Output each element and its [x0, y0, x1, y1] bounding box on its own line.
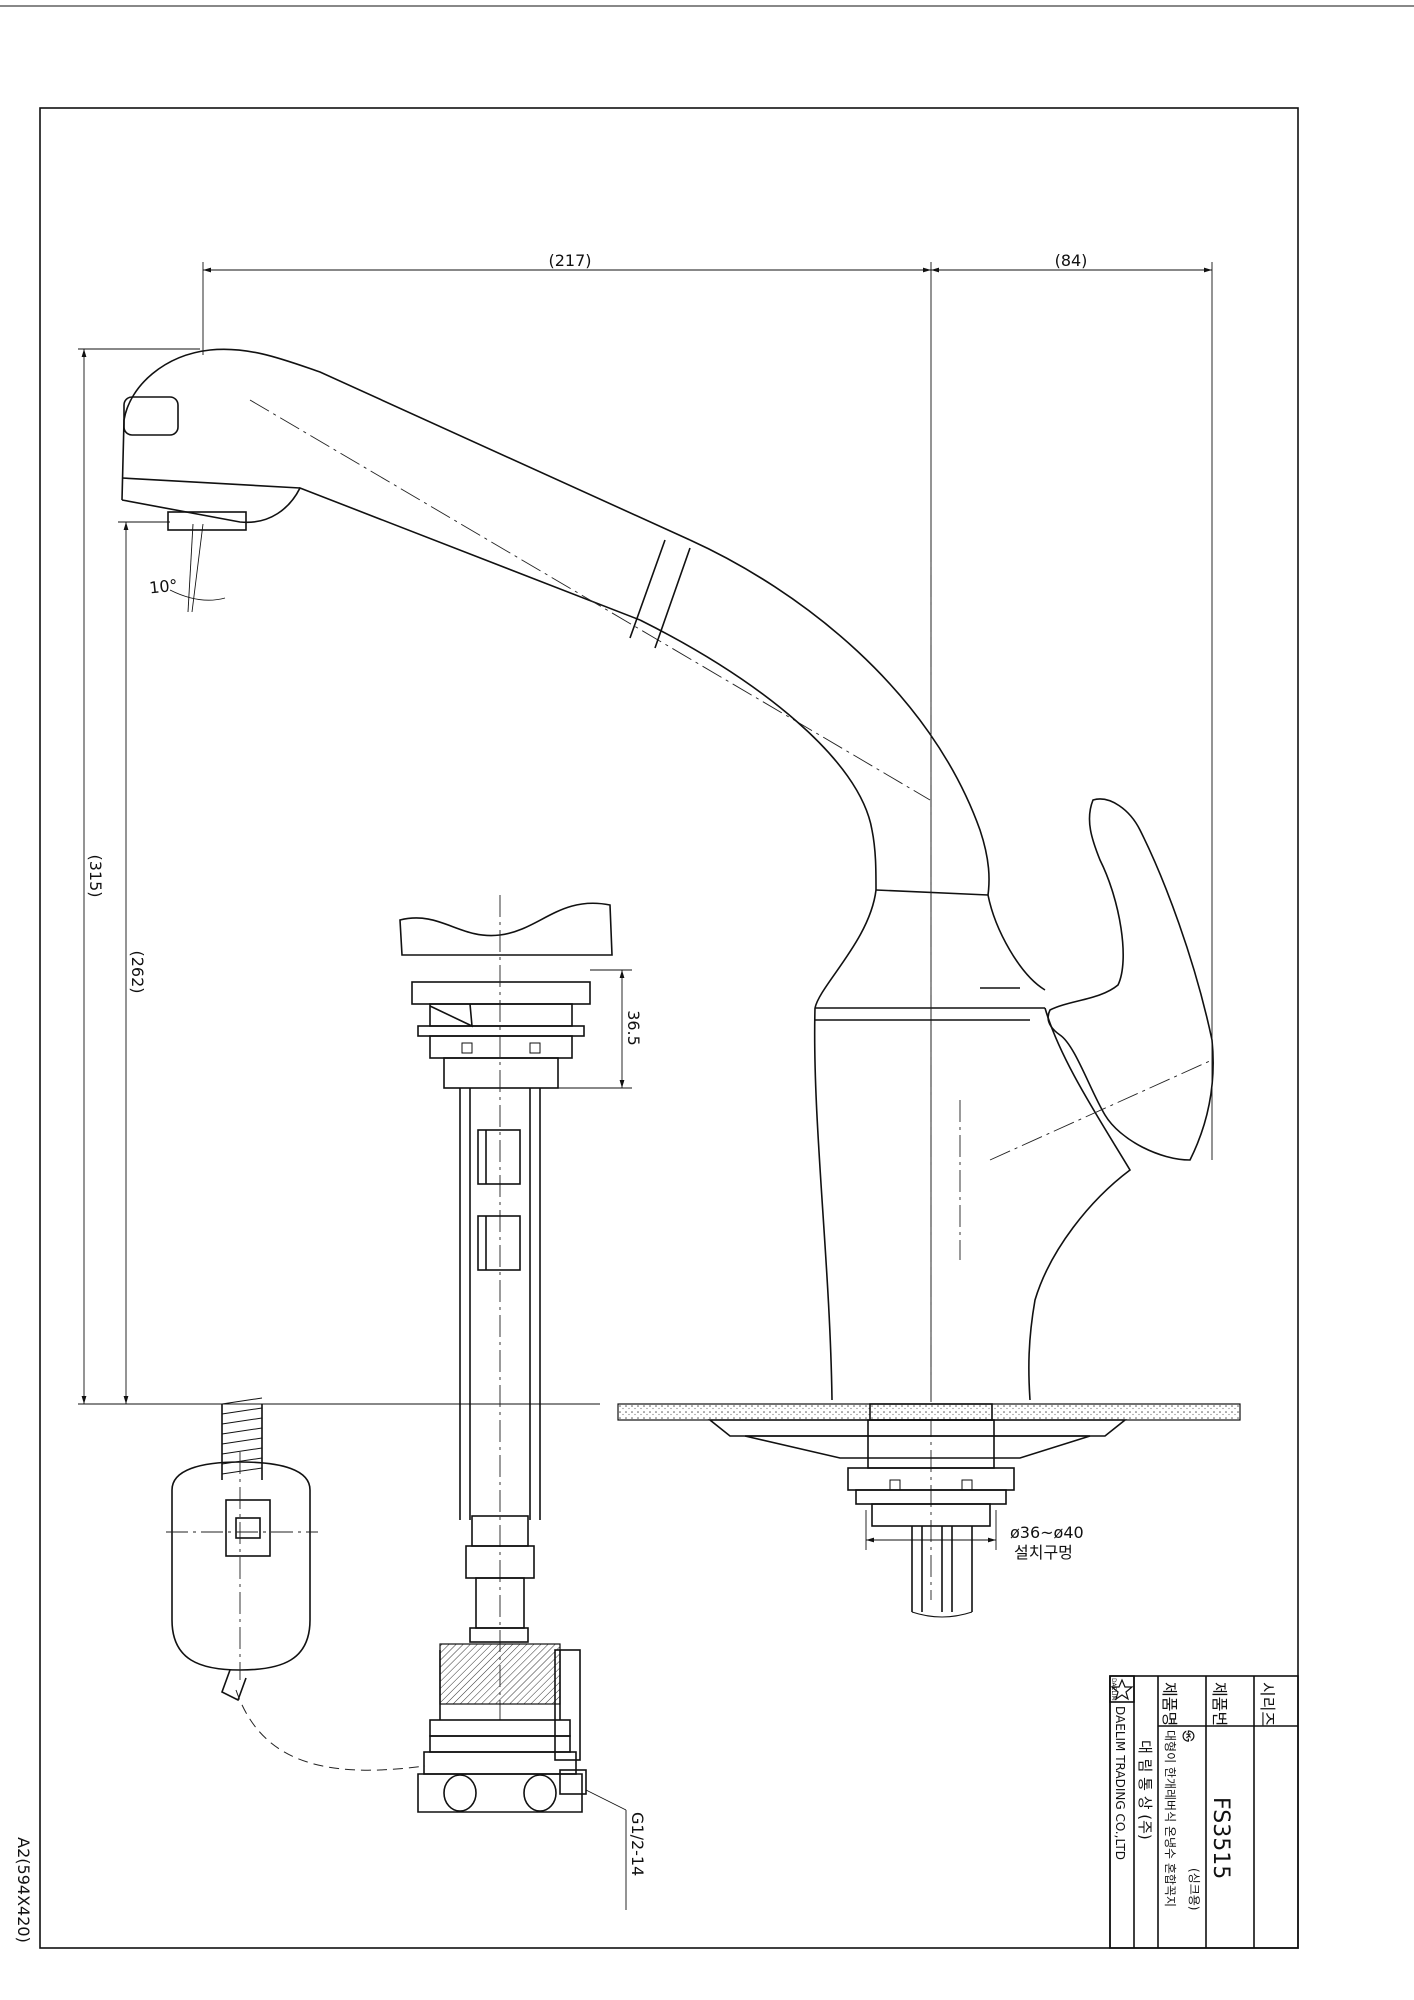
hole-diameter-label: ø36~ø40 [1010, 1523, 1084, 1542]
product-name-label: 제품명 [1160, 1682, 1179, 1726]
dimension-width: (217) (84) [202, 251, 1213, 1400]
product-name-line2: 대형이 한개레버식 온냉수 혼합꼭지 [1163, 1730, 1177, 1907]
product-no-label: 제품번 [1210, 1682, 1229, 1726]
spray-angle-label: 10° [148, 576, 178, 598]
sheet-frame [0, 5, 1414, 1949]
logo-text: DAELIM [1110, 1678, 1117, 1701]
product-name-mark: ㉿ [1181, 1730, 1195, 1742]
series-label: 시리즈 [1258, 1682, 1277, 1726]
sheet-size-label: A2(594X420) [14, 1837, 33, 1943]
flow-box [166, 1397, 426, 1771]
dim-262-label: (262) [128, 950, 147, 993]
product-no-value: FS3515 [1208, 1797, 1233, 1879]
logo-star-icon [1110, 1678, 1134, 1701]
dim-84-label: (84) [1055, 251, 1088, 270]
product-name-line1: (싱크용) [1187, 1868, 1201, 1910]
dim-315-label: (315) [86, 854, 105, 897]
lever-handle [980, 798, 1214, 1161]
countertop: ø36~ø40 설치구멍 [617, 1403, 1241, 1618]
faucet-body [639, 539, 1132, 1600]
spout-head: 10° [121, 348, 931, 801]
dimension-height: (315) (262) [78, 348, 600, 1405]
thread-label: G1/2-14 [628, 1812, 647, 1876]
nut-height-label: 36.5 [624, 1010, 643, 1046]
dim-217-label: (217) [548, 251, 591, 270]
title-block: DAELIM 시리즈 제품번 FS3515 제품명 ㉿ (싱크용) 대형이 한개… [1109, 1675, 1299, 1949]
mounting-detail: 36.5 G1/2-14 [399, 895, 647, 1910]
company-english: DAELIM TRADING CO.,LTD [1113, 1706, 1127, 1860]
company-korean: 대 림 통 상 (주) [1136, 1740, 1154, 1840]
hole-name-label: 설치구멍 [1014, 1543, 1073, 1562]
